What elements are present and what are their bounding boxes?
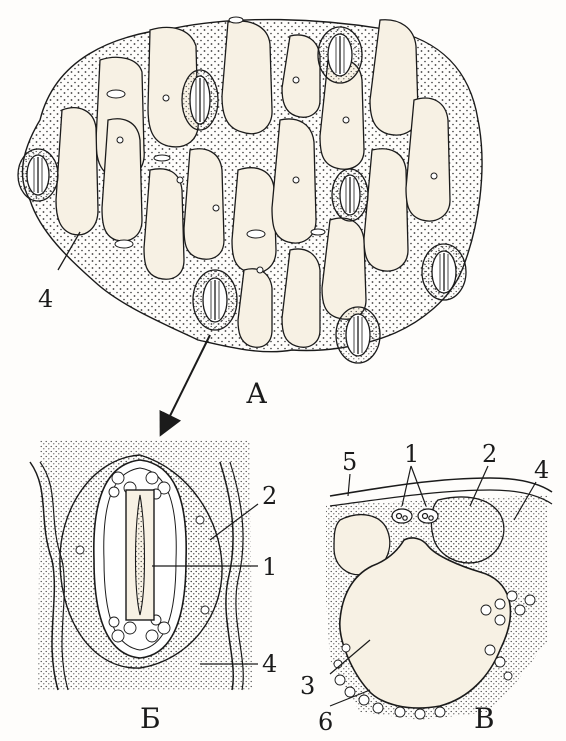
- label-v-6: 6: [318, 708, 333, 736]
- magnify-arrow: [165, 335, 210, 426]
- panel-b-stoma-surface: 1 2 4 Б: [30, 440, 277, 735]
- cuticle: [330, 478, 552, 496]
- label-v-2: 2: [482, 440, 497, 468]
- stoma: [332, 169, 368, 221]
- stoma: [422, 244, 466, 300]
- panel-a-epidermis: 4 А: [18, 17, 482, 426]
- leader-v-1b: [411, 466, 426, 506]
- panel-a-letter: А: [246, 377, 267, 410]
- panel-v-stoma-section: 1 2 3 4 5 6 В: [300, 440, 552, 736]
- panel-b-letter: Б: [140, 702, 161, 735]
- epidermal-cell: [232, 168, 276, 273]
- epidermal-cell: [322, 218, 366, 319]
- stoma: [318, 27, 362, 83]
- label-a-4: 4: [38, 285, 53, 313]
- subsidiary-cell-right: [431, 497, 504, 563]
- leader-v-1a: [402, 466, 411, 506]
- epidermal-cell: [406, 98, 450, 221]
- label-v-4: 4: [534, 456, 549, 484]
- stoma: [182, 70, 218, 130]
- epidermal-cell: [282, 35, 320, 117]
- stoma: [336, 307, 380, 363]
- label-b-4: 4: [262, 650, 277, 678]
- panel-v-letter: В: [474, 702, 495, 735]
- epidermal-cell: [222, 21, 272, 134]
- epidermal-cell: [238, 269, 272, 347]
- epidermal-cell: [370, 20, 418, 135]
- label-v-1: 1: [404, 440, 419, 468]
- epidermal-cell: [144, 169, 184, 279]
- stoma-enlarged-source: [193, 270, 237, 330]
- label-b-2: 2: [262, 482, 277, 510]
- label-v-5: 5: [342, 448, 357, 476]
- label-v-3: 3: [300, 672, 315, 700]
- epidermal-cell: [184, 149, 224, 259]
- label-b-1: 1: [262, 553, 277, 581]
- stoma: [18, 149, 58, 201]
- epidermal-cell: [56, 108, 98, 235]
- epidermal-cell: [364, 149, 408, 271]
